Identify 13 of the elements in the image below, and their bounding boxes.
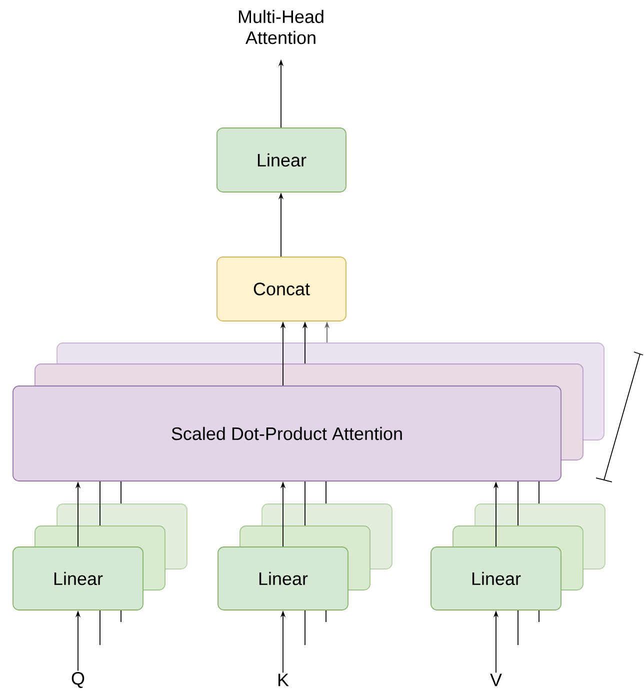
label-text: Multi-Head Attention	[238, 10, 324, 44]
stacked-attention-boxes: Scaled Dot-Product Attention	[12, 342, 604, 482]
label-text: V	[490, 674, 502, 686]
stacked-linear-boxes: Linear	[12, 504, 188, 610]
concat-box: Concat	[216, 256, 346, 322]
stacked-linear-boxes: Linear	[430, 504, 606, 610]
label-text: Q	[72, 672, 84, 688]
linear-box: Linear	[216, 128, 346, 192]
label-text: K	[278, 674, 289, 686]
stacked-linear-boxes: Linear	[218, 504, 392, 610]
node-label: Linear	[472, 572, 521, 586]
node-label: Linear	[54, 572, 103, 586]
node-label: Linear	[259, 572, 308, 586]
